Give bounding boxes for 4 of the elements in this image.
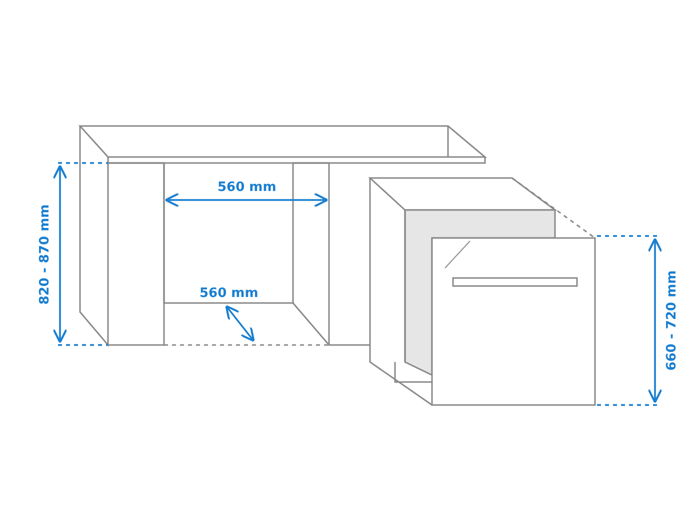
dimension-label: 660 - 720 mm	[664, 270, 680, 370]
dimension-label: 820 - 870 mm	[38, 204, 53, 304]
dimension-label: 560 mm	[218, 180, 276, 194]
dimension-label: 560 mm	[200, 286, 258, 300]
